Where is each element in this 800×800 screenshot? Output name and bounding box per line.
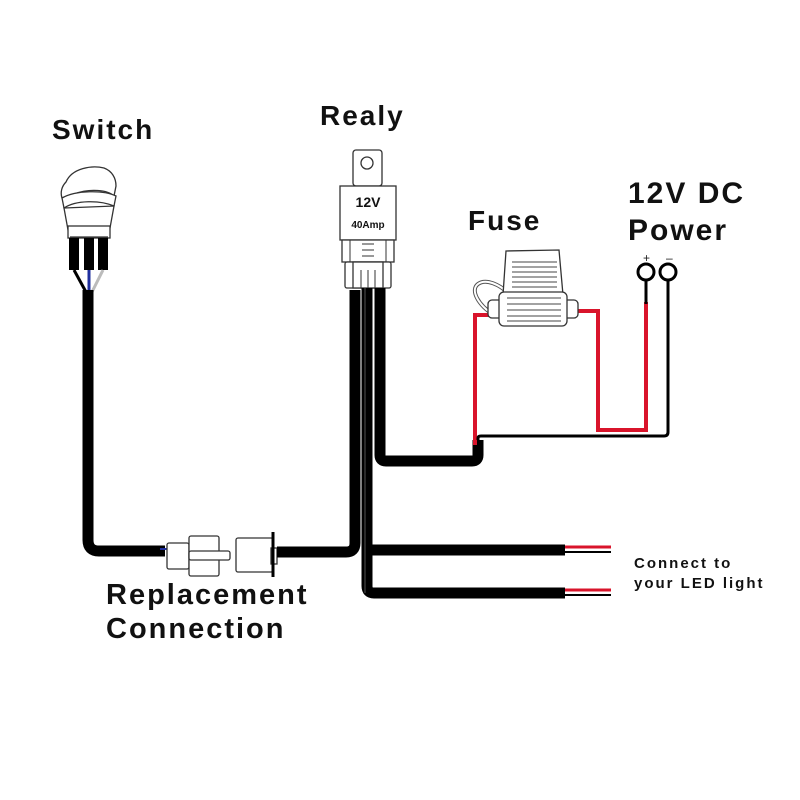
relay-label: Realy: [320, 100, 405, 131]
minus-label: –: [666, 251, 673, 265]
fuse-output-wire: [576, 302, 648, 432]
relay-voltage: 12V: [356, 194, 382, 210]
fuse-input-wire: [473, 313, 490, 445]
relay-to-connector-wire: [277, 290, 361, 558]
led-label-line2: your LED light: [634, 575, 765, 592]
led-wire-2: [361, 288, 565, 599]
ring-terminal-positive-icon: [636, 262, 656, 304]
switch-pin-3: [98, 238, 108, 270]
led-wire-ends: [565, 545, 611, 596]
switch-wire: [82, 290, 165, 557]
power-label-line1: 12V DC: [628, 177, 745, 210]
replacement-label-line2: Connection: [106, 613, 286, 645]
plus-label: +: [643, 251, 650, 265]
fuse-label: Fuse: [468, 205, 541, 236]
relay-icon: 12V 40Amp: [339, 149, 397, 289]
relay-to-power-wire: [374, 288, 484, 467]
ground-wire: [476, 302, 670, 440]
switch-label: Switch: [52, 114, 154, 145]
led-label-line1: Connect to: [634, 555, 732, 572]
relay-current: 40Amp: [351, 220, 384, 231]
switch-pin-1: [69, 238, 79, 270]
replacement-connector-icon: [166, 532, 278, 577]
power-label-line2: Power: [628, 214, 728, 247]
rocker-switch-icon: [60, 166, 117, 293]
ring-terminal-negative-icon: [658, 262, 678, 304]
fuse-holder-icon: [472, 249, 579, 327]
switch-pin-2: [84, 238, 94, 270]
replacement-label-line1: Replacement: [106, 579, 309, 611]
